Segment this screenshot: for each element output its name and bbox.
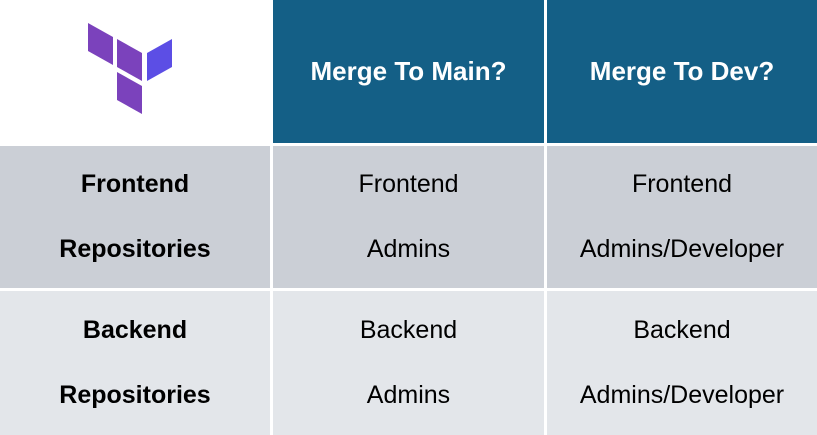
- row-label-frontend: Frontend Repositories: [0, 146, 270, 288]
- cell-line1: Frontend: [631, 170, 733, 198]
- header-merge-to-dev: Merge To Dev?: [547, 0, 817, 143]
- cell-line2: Admins: [366, 235, 451, 263]
- terraform-logo-icon: [88, 23, 172, 114]
- cell-backend-dev: Backend Admins/Developer: [547, 291, 817, 435]
- row-label-line2: Repositories: [59, 235, 211, 263]
- header-merge-to-main: Merge To Main?: [273, 0, 544, 143]
- header-merge-to-dev-label: Merge To Dev?: [589, 56, 775, 86]
- cell-frontend-dev: Frontend Admins/Developer: [547, 146, 817, 288]
- column-divider: [270, 0, 273, 143]
- column-divider: [544, 0, 547, 143]
- header-merge-to-main-label: Merge To Main?: [310, 56, 507, 86]
- row-label-line1: Backend: [82, 316, 188, 344]
- column-divider: [544, 291, 547, 435]
- row-divider: [0, 288, 817, 291]
- cell-line1: Backend: [359, 316, 458, 344]
- cell-line2: Admins/Developer: [579, 235, 785, 263]
- column-divider: [544, 146, 547, 288]
- cell-line2: Admins/Developer: [579, 381, 785, 409]
- logo-cell: [0, 0, 270, 143]
- row-divider: [0, 143, 817, 146]
- cell-frontend-main: Frontend Admins: [273, 146, 544, 288]
- row-label-backend: Backend Repositories: [0, 291, 270, 435]
- cell-backend-main: Backend Admins: [273, 291, 544, 435]
- column-divider: [270, 146, 273, 288]
- cell-line2: Admins: [366, 381, 451, 409]
- row-label-line2: Repositories: [59, 381, 211, 409]
- cell-line1: Frontend: [358, 170, 459, 198]
- row-label-line1: Frontend: [80, 170, 190, 198]
- cell-line1: Backend: [633, 316, 731, 344]
- column-divider: [270, 291, 273, 435]
